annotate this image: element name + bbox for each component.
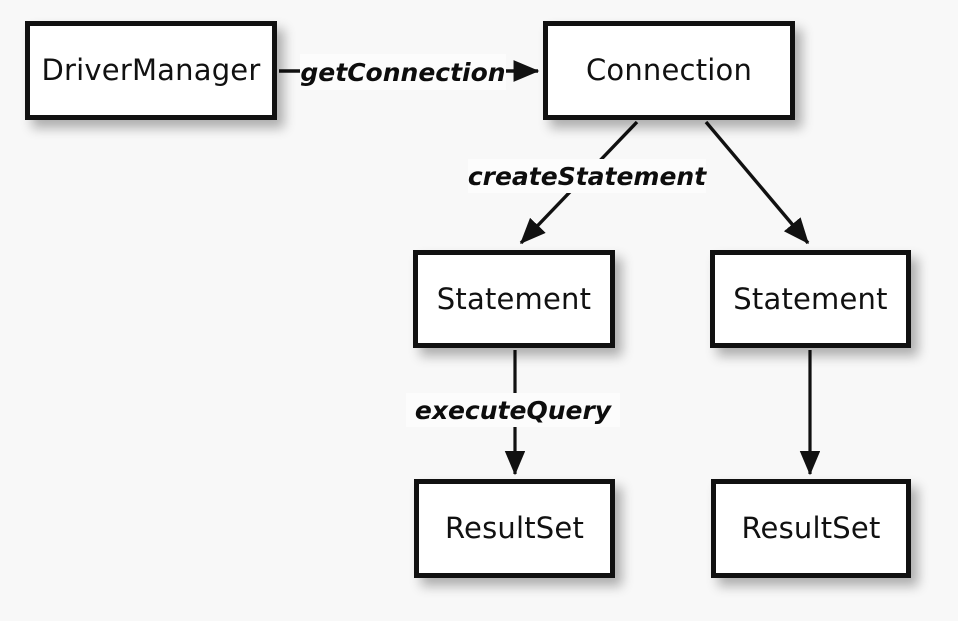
node-statement-right[interactable]: Statement <box>710 250 911 348</box>
edge-label-executequery: executeQuery <box>406 393 620 427</box>
node-label-driver-manager: DriverManager <box>41 53 261 87</box>
edge-line-createstatement-right <box>704 120 810 245</box>
node-label-connection: Connection <box>585 53 753 87</box>
node-label-statement-right: Statement <box>733 281 888 316</box>
node-statement-left[interactable]: Statement <box>413 250 615 348</box>
node-label-resultset-left: ResultSet <box>444 511 585 545</box>
node-label-resultset-right: ResultSet <box>741 511 881 545</box>
edge-label-getconnection: getConnection <box>300 54 506 90</box>
edge-label-createstatement: createStatement <box>468 159 706 193</box>
node-label-statement-left: Statement <box>436 281 592 316</box>
node-resultset-right[interactable]: ResultSet <box>711 479 911 578</box>
node-resultset-left[interactable]: ResultSet <box>414 479 615 578</box>
node-driver-manager[interactable]: DriverManager <box>25 21 277 120</box>
node-connection[interactable]: Connection <box>543 21 795 120</box>
